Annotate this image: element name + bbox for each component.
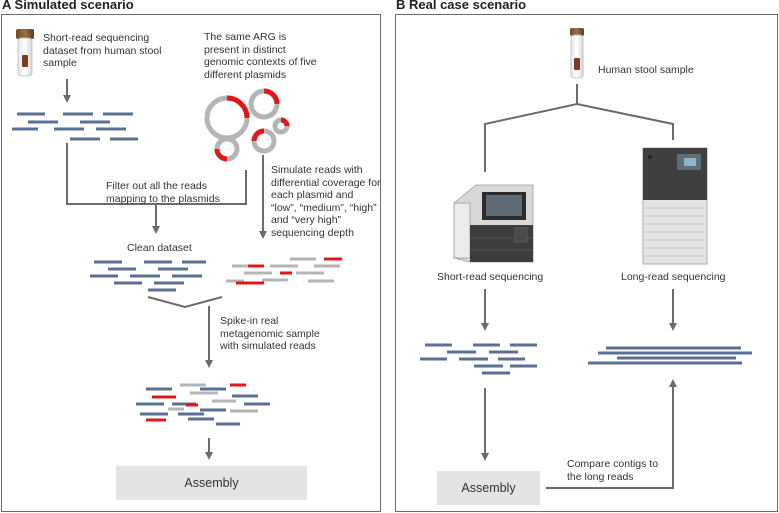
simulated-reads [226,257,342,285]
assembly-box-a: Assembly [116,466,307,500]
long-read-sequencer-icon [642,147,708,265]
filter-reads-text: Filter out all the reads mapping to the … [106,180,220,205]
long-read-sequencing-label: Long-read sequencing [621,271,726,283]
simulate-reads-text: Simulate reads with differential coverag… [271,164,381,239]
spike-in-merge-connector [147,296,223,309]
long-reads-b [588,346,752,365]
stool-tube-icon [16,29,34,77]
stool-tube-icon-b [570,28,584,79]
spike-in-text: Spike-in real metagenomic sample with si… [220,315,320,353]
spiked-reads [136,383,270,426]
clean-dataset-label: Clean dataset [127,242,192,254]
plasmid-icons [204,88,290,162]
stool-sample-label: Human stool sample [598,64,694,76]
short-reads-cluster-a [12,112,138,141]
short-reads-cluster-b [420,343,537,375]
arg-description-text: The same ARG is present in distinct geno… [204,31,317,81]
compare-contigs-text: Compare contigs to the long reads [567,458,659,483]
clean-dataset-reads [90,260,206,292]
panel-b-title: B Real case scenario [396,0,527,12]
split-connector [484,102,674,172]
panel-a-title: A Simulated scenario [2,0,134,12]
short-read-sequencing-label: Short-read sequencing [437,271,544,283]
short-read-sequencer-icon [453,184,534,263]
panel-b-frame [395,14,778,512]
assembly-box-b: Assembly [437,471,540,505]
stool-dataset-text: Short-read sequencing dataset from human… [43,32,162,70]
compare-connector [546,379,677,489]
